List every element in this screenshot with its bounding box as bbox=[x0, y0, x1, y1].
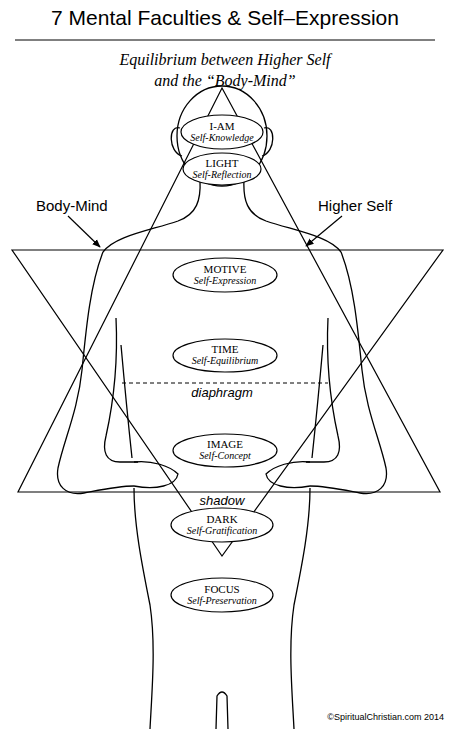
annotation-label: Body-Mind bbox=[36, 196, 136, 216]
oval-shape bbox=[183, 153, 261, 185]
head-outline bbox=[177, 86, 267, 186]
faculty-name: IMAGE bbox=[207, 439, 243, 451]
leader-arrow bbox=[306, 216, 342, 246]
oval-shape bbox=[173, 434, 277, 467]
oval-shape bbox=[171, 578, 273, 612]
oval-shape bbox=[173, 339, 277, 372]
faculty-description: Self-Gratification bbox=[187, 526, 258, 537]
faculty-description: Self-Knowledge bbox=[190, 133, 253, 144]
leg-gap bbox=[216, 692, 228, 729]
faculty-description: Self-Expression bbox=[194, 276, 256, 287]
oval-content: MOTIVESelf-Expression bbox=[172, 257, 278, 293]
faculty-description: Self-Reflection bbox=[193, 170, 252, 181]
faculty-oval: I-AMSelf-Knowledge bbox=[180, 114, 264, 150]
leader-arrow bbox=[68, 216, 100, 247]
annotation-label: shadow bbox=[162, 493, 282, 510]
higher-self-triangle bbox=[18, 88, 440, 492]
subtitle-text: Equilibrium between Higher Self and the … bbox=[110, 50, 340, 92]
oval-shape bbox=[171, 508, 273, 542]
faculty-name: LIGHT bbox=[206, 158, 239, 170]
oval-content: FOCUSSelf-Preservation bbox=[170, 577, 274, 613]
faculty-description: Self-Equilibrium bbox=[192, 356, 259, 367]
body-left bbox=[58, 128, 201, 729]
faculty-oval: LIGHTSelf-Reflection bbox=[182, 152, 262, 186]
diagram-title: 7 Mental Faculties & Self–Expression bbox=[0, 6, 450, 30]
oval-content: TIMESelf-Equilibrium bbox=[172, 338, 278, 373]
body-right bbox=[244, 128, 387, 729]
faculty-oval: DARKSelf-Gratification bbox=[170, 507, 274, 543]
body-mind-triangle bbox=[12, 250, 443, 556]
faculty-description: Self-Preservation bbox=[187, 596, 257, 607]
oval-content: I-AMSelf-Knowledge bbox=[180, 114, 264, 150]
faculty-oval: MOTIVESelf-Expression bbox=[172, 257, 278, 293]
faculty-oval: IMAGESelf-Concept bbox=[172, 433, 278, 468]
oval-content: DARKSelf-Gratification bbox=[170, 507, 274, 543]
faculty-name: I-AM bbox=[209, 121, 234, 133]
oval-shape bbox=[173, 258, 277, 292]
faculty-name: FOCUS bbox=[204, 584, 239, 596]
annotation-label: Higher Self bbox=[318, 196, 428, 216]
oval-content: LIGHTSelf-Reflection bbox=[182, 152, 262, 186]
annotation-label: diaphragm bbox=[162, 385, 282, 402]
faculty-oval: FOCUSSelf-Preservation bbox=[170, 577, 274, 613]
oval-content: IMAGESelf-Concept bbox=[172, 433, 278, 468]
copyright-note: ©SpiritualChristian.com 2014 bbox=[290, 712, 444, 724]
faculty-name: TIME bbox=[212, 344, 239, 356]
faculty-name: DARK bbox=[206, 514, 237, 526]
title-rule bbox=[15, 40, 435, 41]
diaphragm-line bbox=[122, 383, 328, 384]
faculty-name: MOTIVE bbox=[204, 264, 247, 276]
faculty-oval: TIMESelf-Equilibrium bbox=[172, 338, 278, 373]
faculty-description: Self-Concept bbox=[199, 451, 251, 462]
oval-shape bbox=[181, 115, 263, 149]
